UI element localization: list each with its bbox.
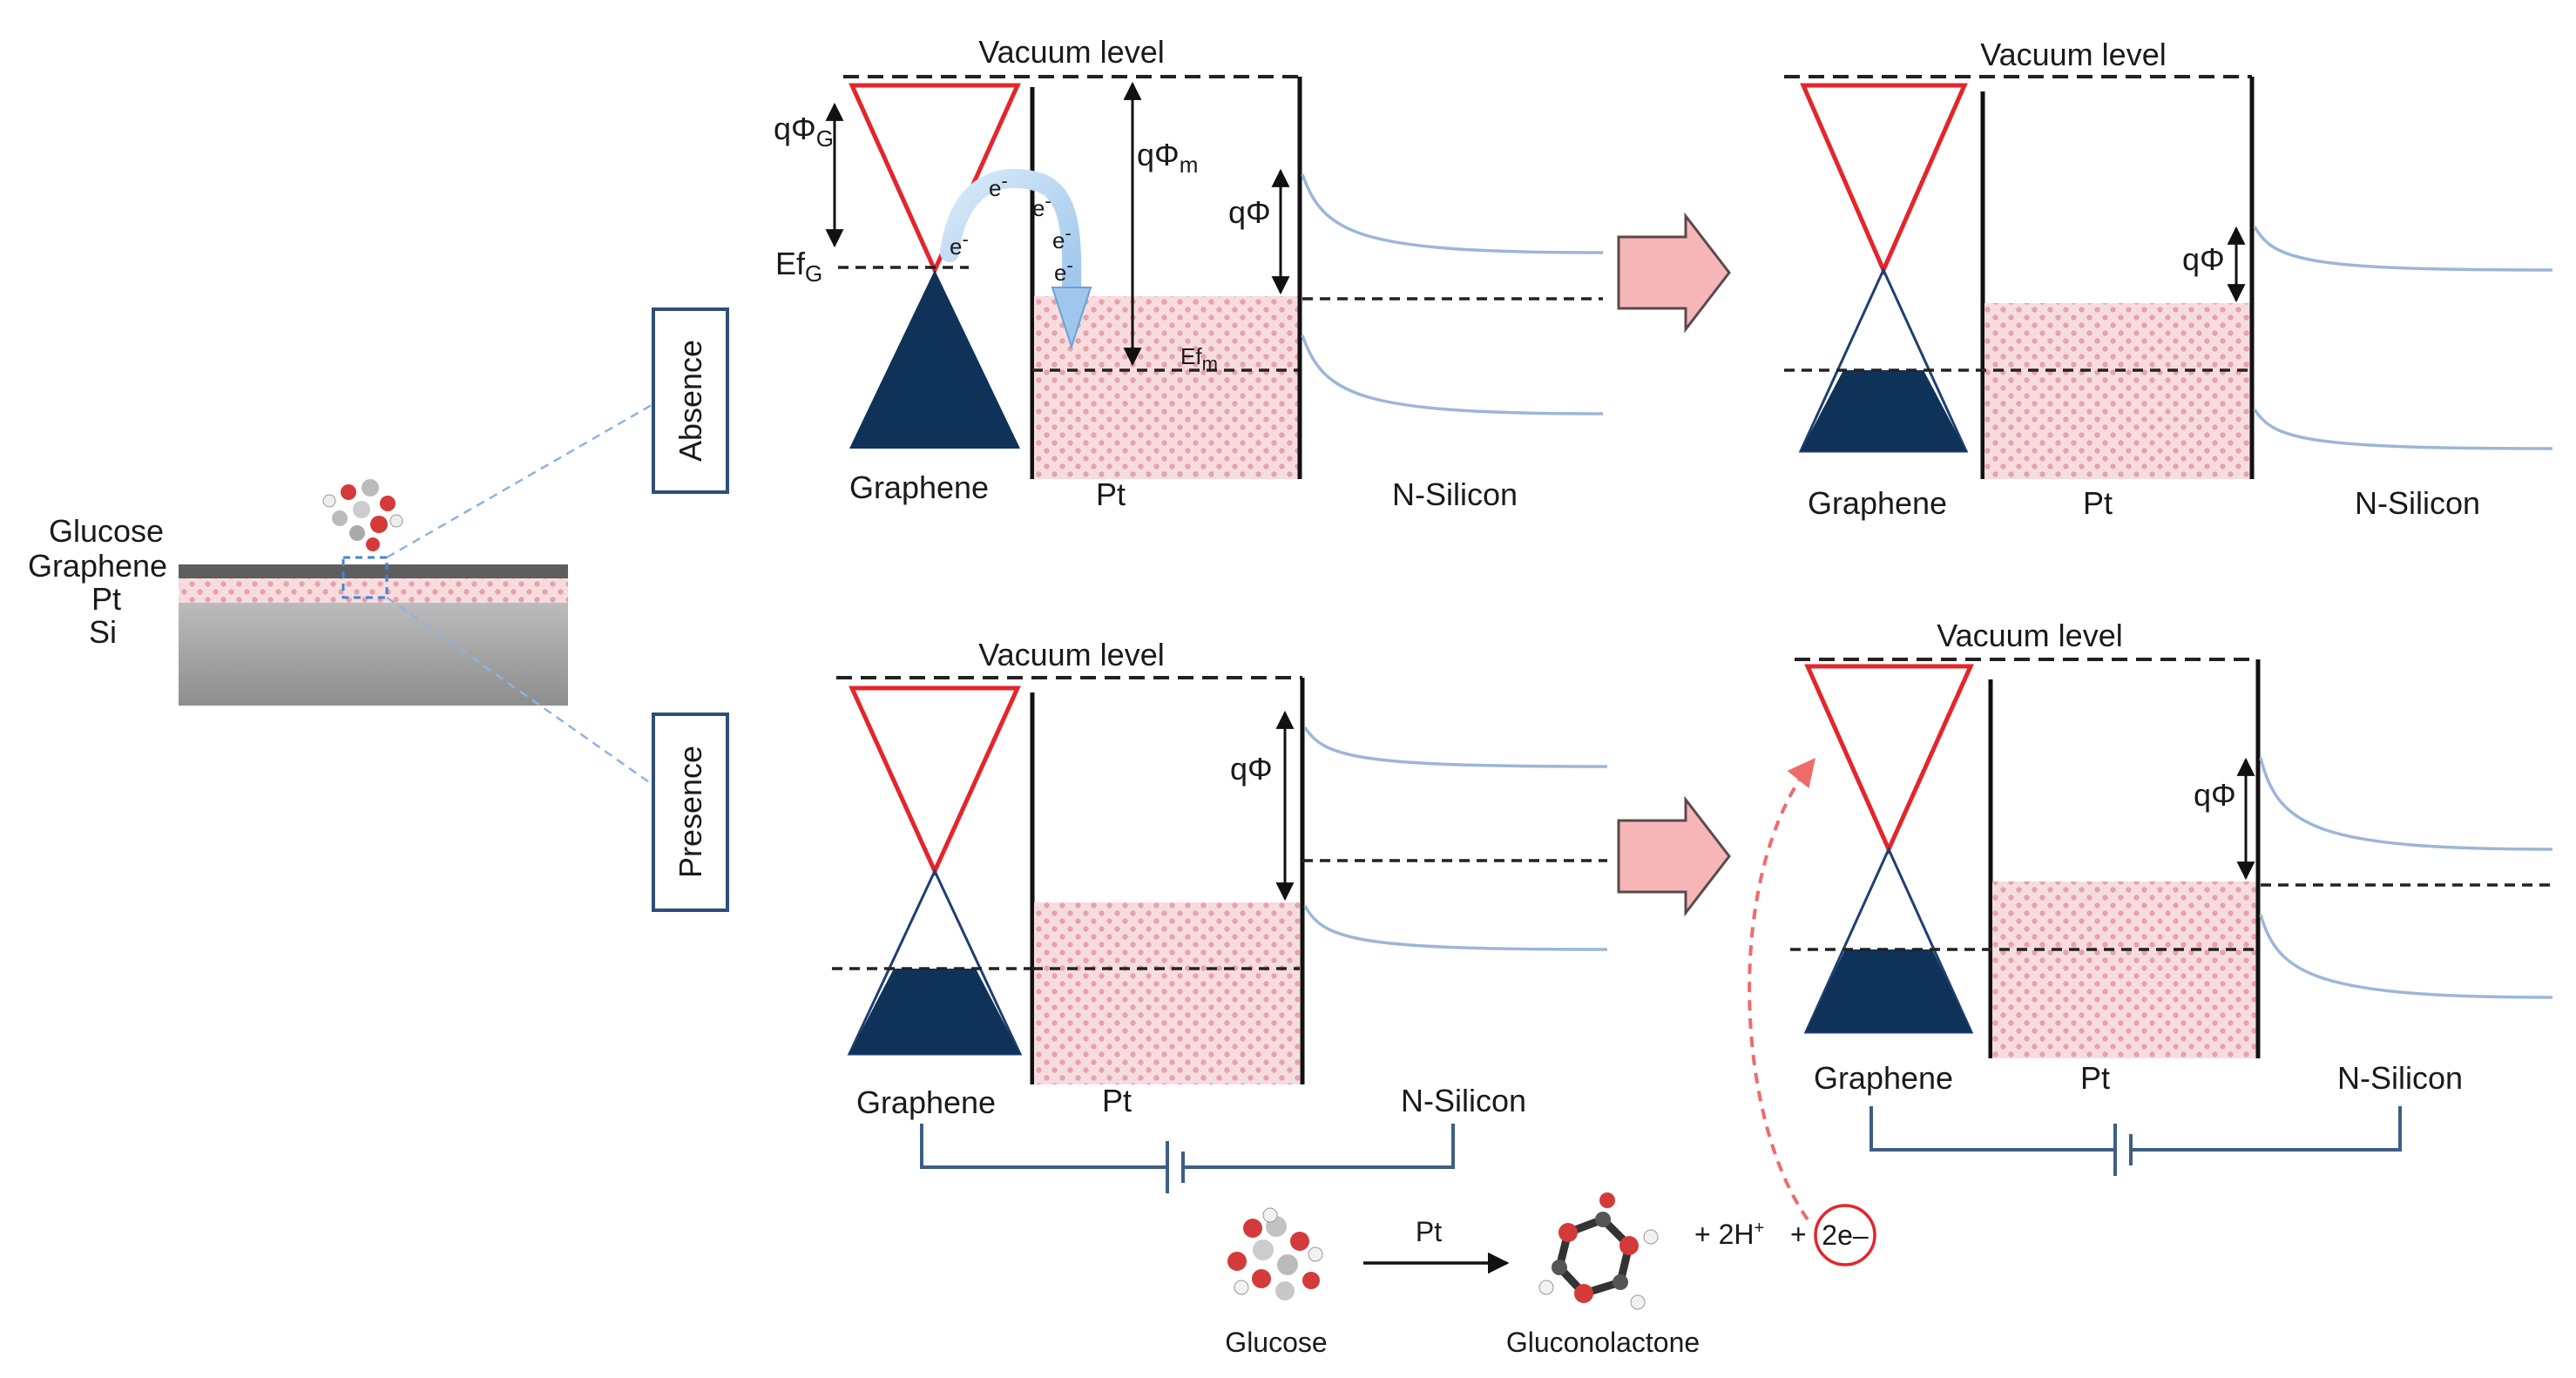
silicon-valence-band [1301,334,1604,415]
silicon-valence-band [2253,409,2553,450]
graphene-filled-cone [1806,949,1971,1032]
material-label-silicon: N-Silicon [1401,1083,1526,1118]
graphene-filled-cone [849,969,1020,1054]
presence-label: Presence [673,746,708,878]
silicon-valence-band [2259,914,2553,999]
work-function-graphene-label: qΦG [774,111,834,152]
glucose-molecule-icon [1227,1207,1323,1300]
schottky-barrier-label: qΦ [1230,751,1273,787]
material-label-graphene: Graphene [849,469,989,505]
transition-arrow-absence [1617,212,1731,334]
external-circuit [920,1124,1455,1169]
electron-transfer-arrow [940,168,1082,297]
band-diagram-presence-before: Vacuum level qΦ Graphene Pt N-Silicon [832,637,1608,1193]
product-label: Gluconolactone [1506,1327,1700,1358]
electron-transfer-arrowhead [1051,287,1092,350]
zoom-region-marker [341,556,389,599]
glucose-molecule-icon [322,479,403,551]
absence-label: Absence [673,340,708,462]
silicon-conduction-band [2259,757,2553,851]
electrons-label: 2e– [1822,1219,1869,1251]
graphene-upper-cone [849,686,1021,877]
pt-filled-region [1034,902,1300,1084]
electron-label-2: e- [989,170,1008,201]
vacuum-level-label: Vacuum level [978,637,1164,672]
electron-label-5: e- [1054,254,1073,286]
reactant-label: Glucose [1225,1327,1327,1358]
material-label-pt: Pt [2080,1060,2110,1096]
external-circuit [1869,1106,2402,1152]
graphene-filled-cone [1801,370,1966,451]
platinum-layer [179,577,568,603]
vacuum-level-label: Vacuum level [978,34,1164,70]
material-label-graphene: Graphene [856,1084,996,1120]
electron-label-1: e- [950,228,969,260]
graphene-upper-cone [849,83,1021,276]
schottky-barrier-label: qΦ [2182,241,2225,277]
graphene-filled-cone [849,270,1020,449]
silicon-conduction-band [2253,226,2553,272]
plus-sign: + [1790,1219,1807,1250]
absence-label-box: Absence [652,307,729,494]
layer-label-graphene: Graphene [28,548,167,584]
band-diagram-presence-after: Vacuum level qΦ Graphene Pt N-Silicon [1790,618,2553,1176]
silicon-valence-band [1303,905,1608,951]
protons-label: + 2H+ [1694,1219,1764,1250]
work-function-pt-label: qΦm [1137,137,1198,178]
material-label-pt: Pt [2083,485,2113,521]
band-diagram-absence-after: Vacuum level qΦ Graphene Pt N-Silicon [1784,37,2553,521]
catalyst-label: Pt [1416,1216,1442,1247]
transition-arrow-presence [1617,795,1731,917]
electron-injection-arrow [1748,757,1815,1221]
silicon-conduction-band [1301,173,1604,254]
schottky-barrier-label: qΦ [2194,777,2236,813]
material-label-silicon: N-Silicon [2355,485,2480,521]
material-label-graphene: Graphene [1814,1060,1953,1096]
fermi-graphene-label: EfG [775,246,822,287]
electron-label-4: e- [1052,222,1072,253]
material-label-silicon: N-Silicon [2337,1060,2463,1096]
gluconolactone-molecule-icon [1538,1192,1659,1310]
material-label-pt: Pt [1096,476,1126,512]
vacuum-level-label: Vacuum level [1980,37,2166,72]
schottky-barrier-label: qΦ [1228,194,1271,230]
callout-line-presence [386,596,652,786]
vacuum-level-label: Vacuum level [1937,618,2122,653]
layer-label-pt: Pt [91,581,121,617]
pt-filled-region [1992,882,2256,1058]
callout-line-absence [386,403,652,559]
pt-filled-region [1984,303,2250,479]
layer-label-glucose: Glucose [49,513,164,549]
material-label-silicon: N-Silicon [1392,476,1518,512]
band-diagram-absence-before: Vacuum level qΦG EfG qΦm Efm qΦ e- e- e-… [774,34,1604,512]
material-label-graphene: Graphene [1808,485,1947,521]
graphene-upper-cone [1804,664,1974,855]
silicon-conduction-band [1303,726,1608,768]
graphene-layer [179,564,568,578]
graphene-upper-cone [1800,83,1968,276]
material-label-pt: Pt [1102,1083,1132,1118]
electron-label-3: e- [1032,190,1051,221]
reaction-equation: Glucose Pt Gluconolactone + 2H+ + 2e– [1225,1192,1876,1358]
electrons-highlight-circle [1814,1204,1876,1267]
layer-label-si: Si [89,614,117,650]
device-cross-section: Glucose Graphene Pt Si [28,403,652,786]
fermi-pt-label: Efm [1180,343,1218,375]
presence-label-box: Presence [652,713,729,912]
